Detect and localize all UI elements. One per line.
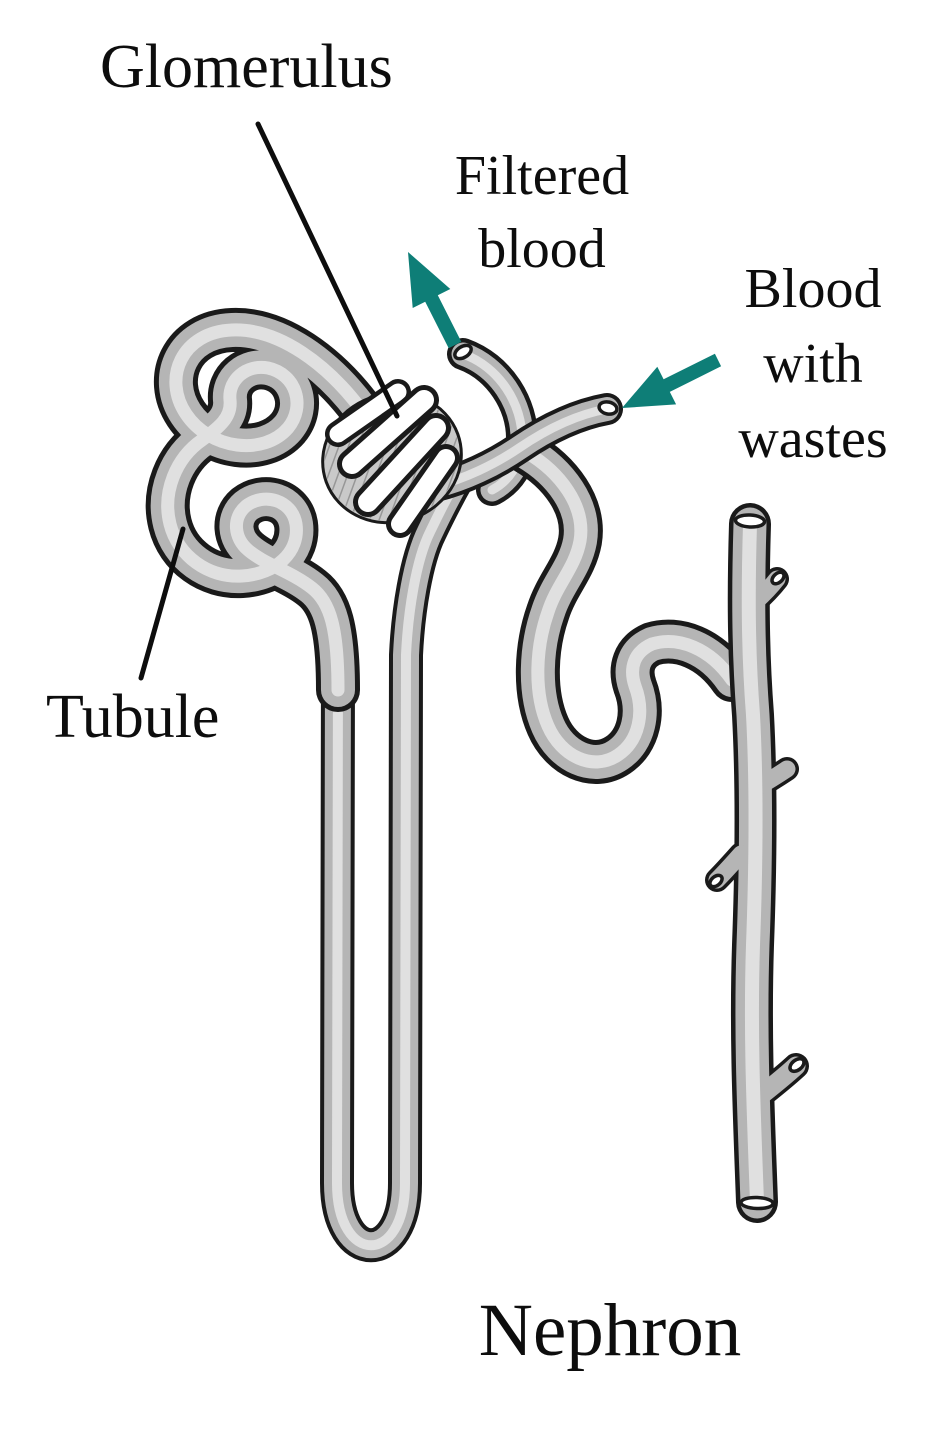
collecting-duct-top-opening (733, 513, 767, 529)
filtered-blood-arrow-icon (408, 252, 462, 349)
label-glomerulus: Glomerulus (100, 33, 393, 101)
label-blood-with-wastes-line1: Blood (744, 258, 882, 320)
tubule-leader-line (138, 526, 186, 681)
proximal-tubule-drawing (168, 330, 360, 690)
collecting-duct-drawing (717, 524, 796, 1202)
label-filtered-blood-line1: Filtered (454, 145, 630, 207)
label-blood-with-wastes-line3: wastes (738, 408, 888, 470)
filtered-blood-opening (453, 343, 473, 361)
label-blood-with-wastes-line2: with (763, 333, 863, 395)
blood-with-wastes-arrow-icon (622, 353, 722, 408)
label-blood-with-wastes: Blood with wastes (700, 252, 926, 477)
duct-branch-opening-2 (708, 873, 724, 889)
label-filtered-blood-line2: blood (478, 218, 606, 280)
label-tubule: Tubule (46, 683, 220, 751)
label-filtered-blood: Filtered blood (432, 140, 652, 286)
tube-openings (453, 343, 806, 1211)
glomerulus-drawing (321, 374, 463, 542)
collecting-duct-bottom-opening (739, 1195, 775, 1211)
blood-with-wastes-opening (597, 400, 619, 416)
distal-tubule-drawing (526, 452, 732, 762)
glomerulus-leader-line (255, 121, 400, 419)
duct-branch-opening-3 (788, 1056, 806, 1074)
diagram-title: Nephron (478, 1289, 742, 1372)
loop-of-henle-drawing (337, 478, 458, 1245)
duct-branch-opening-1 (770, 570, 786, 586)
